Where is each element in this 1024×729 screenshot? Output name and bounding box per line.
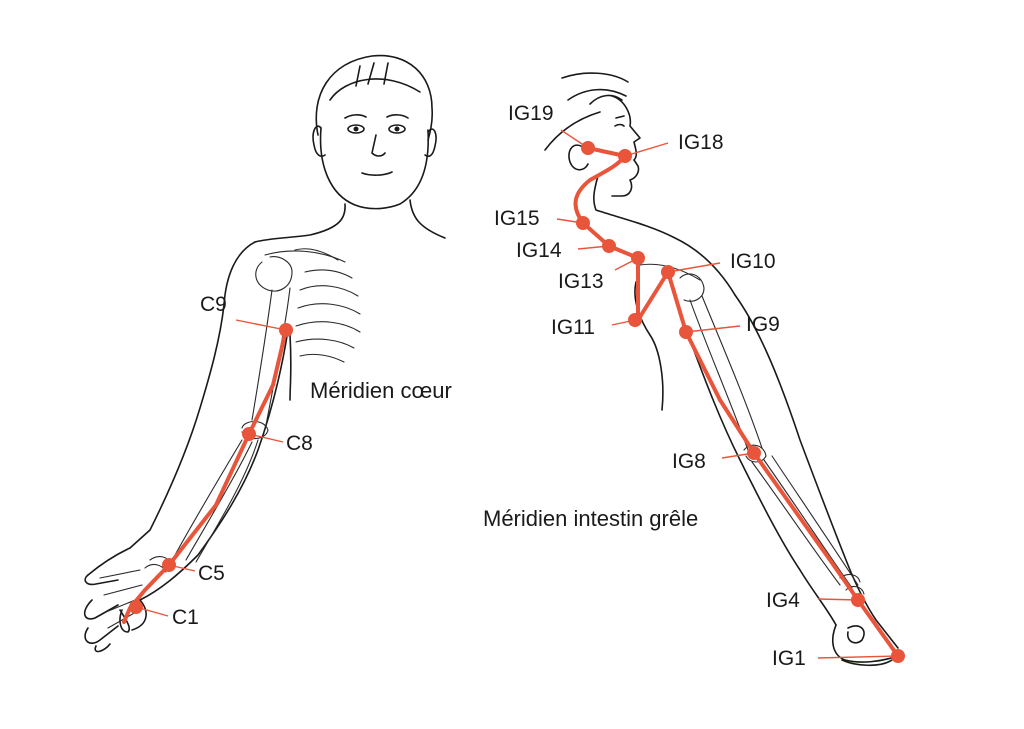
- label-ig4: IG4: [766, 589, 800, 612]
- label-ig13: IG13: [558, 270, 604, 293]
- label-ig15: IG15: [494, 207, 540, 230]
- label-ig18: IG18: [678, 131, 724, 154]
- label-c5: C5: [198, 562, 225, 585]
- label-ig9: IG9: [746, 313, 780, 336]
- label-ig1: IG1: [772, 647, 806, 670]
- label-ig14: IG14: [516, 239, 562, 262]
- label-c9: C9: [200, 293, 227, 316]
- caption-heart-meridian: Méridien cœur: [310, 378, 452, 403]
- label-ig10: IG10: [730, 250, 776, 273]
- side-figure: [544, 72, 899, 667]
- heart-points: [129, 319, 293, 617]
- label-ig19: IG19: [508, 102, 554, 125]
- label-ig8: IG8: [672, 450, 706, 473]
- label-c8: C8: [286, 432, 313, 455]
- small-intestine-points: [556, 129, 905, 663]
- label-ig11: IG11: [551, 316, 595, 339]
- caption-small-intestine-meridian: Méridien intestin grêle: [483, 506, 698, 531]
- label-c1: C1: [172, 606, 199, 629]
- front-figure: [83, 54, 446, 653]
- small-intestine-meridian-line: [573, 146, 900, 658]
